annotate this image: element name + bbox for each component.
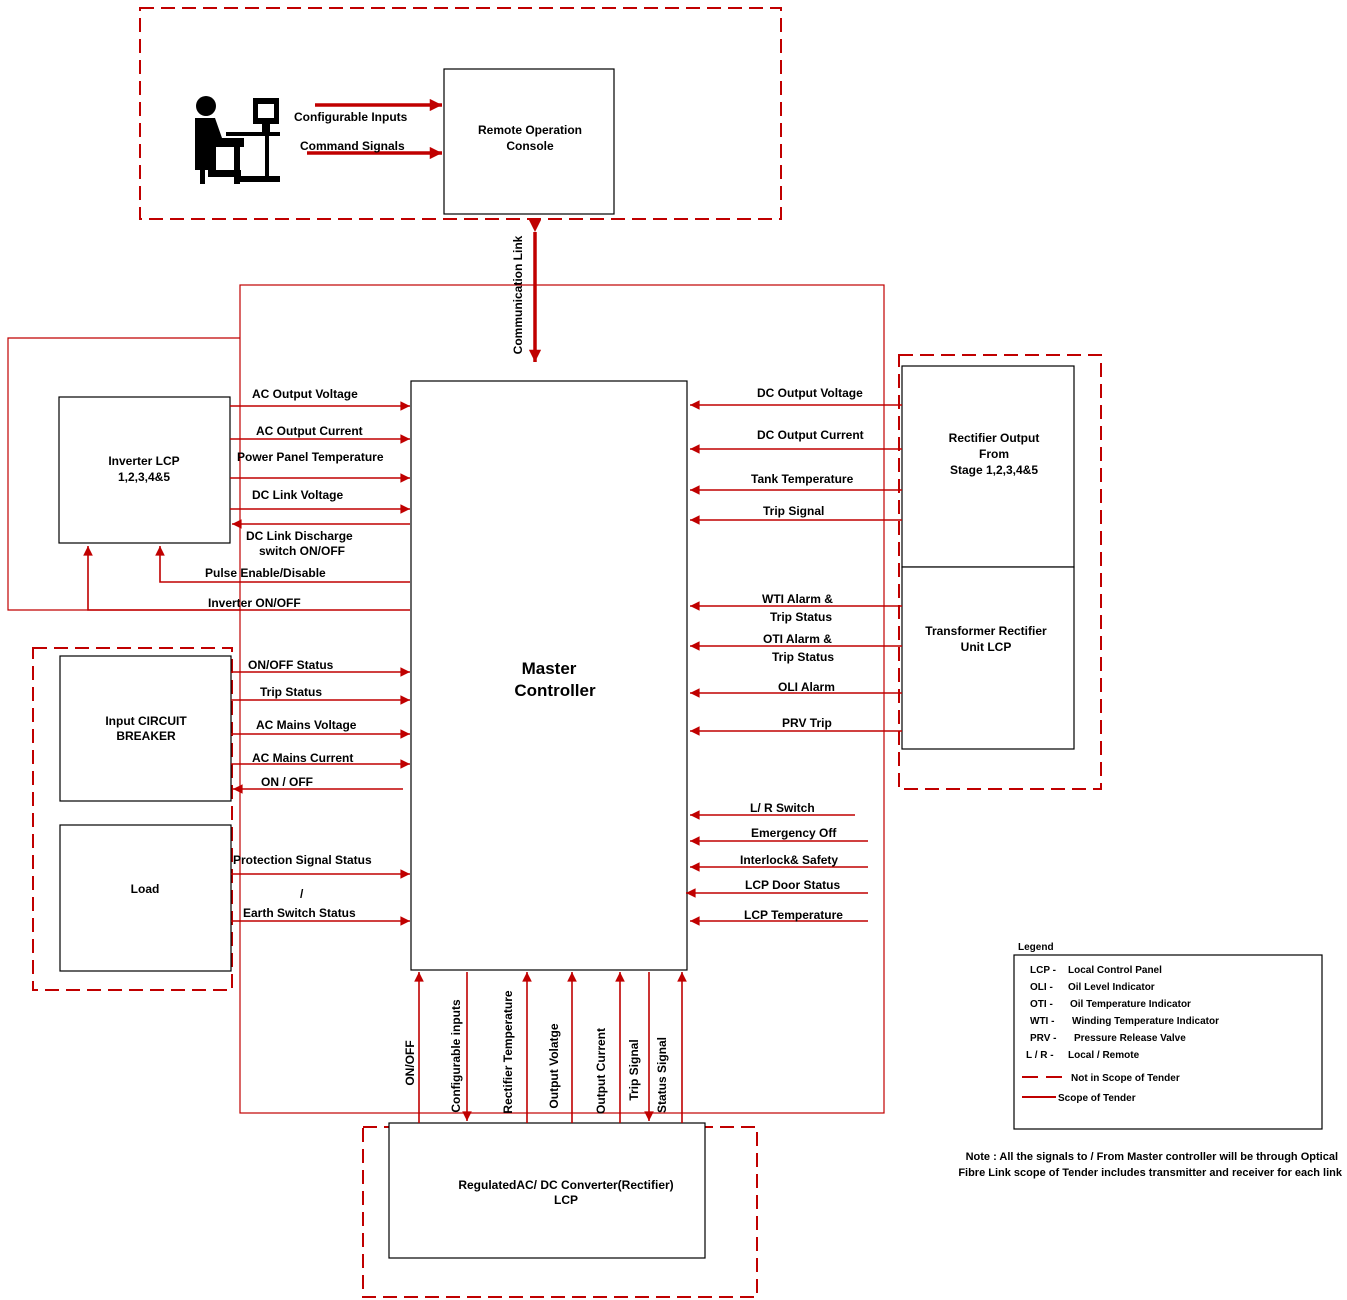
oli-alarm-label: OLI Alarm [778, 680, 835, 694]
input-circuit-breaker [59, 655, 232, 802]
oti-alarm-label-line1: OTI Alarm & [763, 632, 832, 646]
inverter-on-off-arrow [83, 546, 410, 611]
console-label-line2: Console [506, 139, 554, 153]
rectifier-output-label-line2: From [979, 447, 1009, 461]
dc-link-discharge-label-line2: switch ON/OFF [259, 544, 345, 558]
breaker-label-line2: BREAKER [116, 729, 176, 743]
trip-status-label: Trip Status [260, 685, 322, 699]
prv-trip-label: PRV Trip [782, 716, 832, 730]
trip-signal-label: Trip Signal [763, 504, 824, 518]
command-signals-label: Command Signals [300, 139, 405, 153]
console-label-line1: Remote Operation [478, 123, 582, 137]
emergency-off-label: Emergency Off [751, 826, 837, 840]
on-off-status-label: ON/OFF Status [248, 658, 334, 672]
legend-text-lr: Local / Remote [1068, 1050, 1140, 1061]
pulse-enable-label: Pulse Enable/Disable [205, 566, 326, 580]
inverter-label-line2: 1,2,3,4&5 [118, 470, 170, 484]
transformer-rectifier-lcp [901, 566, 1075, 750]
output-voltage-label: Output Volatge [547, 1023, 561, 1108]
tank-temperature-label: Tank Temperature [751, 472, 854, 486]
earth-switch-label: Earth Switch Status [243, 906, 356, 920]
dc-link-voltage-label: DC Link Voltage [252, 488, 343, 502]
legend-box [1013, 954, 1323, 1130]
converter-label-line2: LCP [554, 1193, 578, 1207]
transformer-label-line2: Unit LCP [961, 640, 1012, 654]
rectifier-output-label-line1: Rectifier Output [949, 431, 1040, 445]
lcp-temperature-label: LCP Temperature [744, 908, 843, 922]
configurable-inputs-label: Configurable Inputs [294, 110, 408, 124]
legend-abbr-lcp: LCP - [1030, 965, 1056, 976]
pulse-enable-arrow [155, 546, 410, 583]
legend-text-oli: Oil Level Indicator [1068, 982, 1155, 993]
operator-at-workstation-icon [195, 96, 280, 184]
ac-mains-voltage-label: AC Mains Voltage [256, 718, 357, 732]
transformer-label-line1: Transformer Rectifier [925, 624, 1047, 638]
ac-output-voltage-label: AC Output Voltage [252, 387, 358, 401]
legend-abbr-oti: OTI - [1030, 999, 1053, 1010]
ac-output-current-label: AC Output Current [256, 424, 363, 438]
wti-alarm-label-line1: WTI Alarm & [762, 592, 833, 606]
master-controller [410, 380, 688, 971]
ac-mains-current-label: AC Mains Current [252, 751, 353, 765]
load-box [59, 824, 232, 972]
rectifier-output-box [901, 365, 1075, 568]
legend-abbr-oli: OLI - [1030, 982, 1053, 993]
legend-dashed-label: Not in Scope of Tender [1071, 1073, 1180, 1084]
legend-abbr-wti: WTI - [1030, 1016, 1054, 1027]
rectifier-zone-boundary [898, 354, 1102, 790]
dc-link-discharge-label-line1: DC Link Discharge [246, 529, 353, 543]
protection-slash-label: / [300, 887, 304, 901]
remote-operation-console [443, 68, 615, 215]
status-signal-label: Status Signal [655, 1037, 669, 1113]
dc-output-voltage-label: DC Output Voltage [757, 386, 863, 400]
load-label: Load [131, 882, 160, 896]
converter-configurable-inputs-label: Configurable inputs [449, 999, 463, 1113]
rectifier-temperature-label: Rectifier Temperature [501, 990, 515, 1113]
legend-title: Legend [1018, 942, 1054, 953]
power-panel-temperature-label: Power Panel Temperature [237, 450, 384, 464]
interlock-label: Interlock& Safety [740, 853, 838, 867]
inverter-on-off-label: Inverter ON/OFF [208, 596, 301, 610]
converter-on-off-label: ON/OFF [403, 1040, 417, 1085]
communication-link-label: Communication Link [511, 235, 525, 354]
protection-signal-label: Protection Signal Status [233, 853, 372, 867]
breaker-zone-boundary [32, 647, 233, 991]
legend-text-oti: Oil Temperature Indicator [1070, 999, 1191, 1010]
wti-alarm-label-line2: Trip Status [770, 610, 832, 624]
scope-boundary [239, 284, 885, 1114]
note-line2: Fibre Link scope of Tender includes tran… [958, 1167, 1343, 1179]
remote-zone-boundary [139, 7, 782, 220]
output-current-label: Output Current [594, 1028, 608, 1114]
legend-text-wti: Winding Temperature Indicator [1072, 1016, 1219, 1027]
converter-trip-signal-label: Trip Signal [627, 1039, 641, 1100]
lr-switch-label: L/ R Switch [750, 801, 815, 815]
inverter-label-line1: Inverter LCP [108, 454, 179, 468]
rectifier-output-label-line3: Stage 1,2,3,4&5 [950, 463, 1038, 477]
note-line1: Note : All the signals to / From Master … [966, 1151, 1338, 1163]
inverter-lcp [58, 396, 231, 544]
legend-solid-label: Scope of Tender [1058, 1093, 1136, 1104]
converter-label-line1: RegulatedAC/ DC Converter(Rectifier) [458, 1178, 673, 1192]
converter-lcp [388, 1122, 706, 1259]
legend-abbr-prv: PRV - [1030, 1033, 1057, 1044]
lcp-door-status-label: LCP Door Status [745, 878, 840, 892]
legend-text-lcp: Local Control Panel [1068, 965, 1162, 976]
breaker-label-line1: Input CIRCUIT [105, 714, 187, 728]
legend-abbr-lr: L / R - [1026, 1050, 1054, 1061]
breaker-on-off-label: ON / OFF [261, 775, 313, 789]
master-label-line1: Master [522, 659, 577, 678]
legend-text-prv: Pressure Release Valve [1074, 1033, 1186, 1044]
dc-output-current-label: DC Output Current [757, 428, 864, 442]
master-label-line2: Controller [514, 681, 596, 700]
oti-alarm-label-line2: Trip Status [772, 650, 834, 664]
